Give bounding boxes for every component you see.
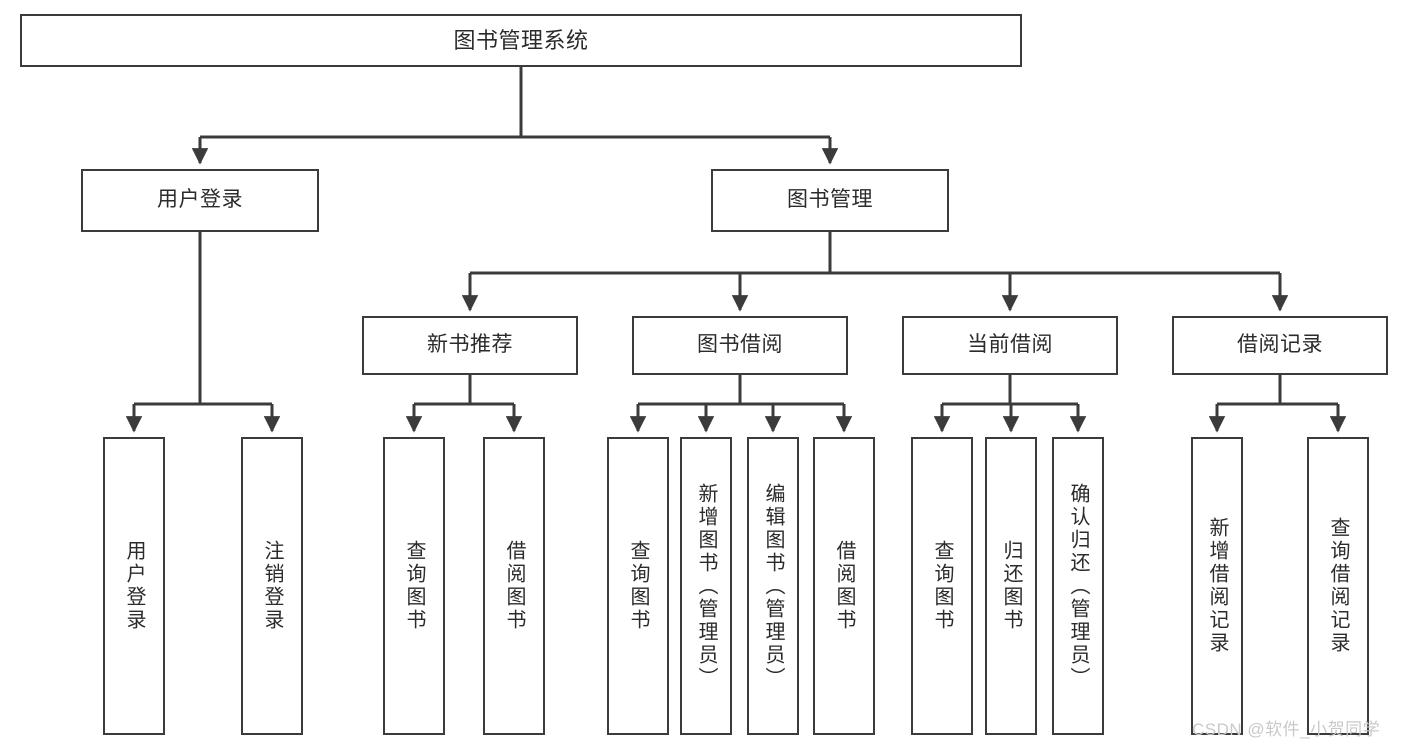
node-leaf-query-book-3-label: 查询图书 [931, 540, 953, 632]
node-leaf-logout[interactable]: 注销登录 [241, 437, 303, 735]
node-leaf-add-book-label: 新增图书（管理员） [695, 482, 717, 690]
node-leaf-query-book-2[interactable]: 查询图书 [607, 437, 669, 735]
node-root[interactable]: 图书管理系统 [20, 14, 1022, 67]
node-leaf-add-book[interactable]: 新增图书（管理员） [680, 437, 732, 735]
node-leaf-query-book-1[interactable]: 查询图书 [383, 437, 445, 735]
node-leaf-user-login-label: 用户登录 [123, 540, 145, 632]
node-leaf-borrow-book-1[interactable]: 借阅图书 [483, 437, 545, 735]
node-book-manage[interactable]: 图书管理 [711, 169, 949, 232]
node-book-manage-label: 图书管理 [787, 188, 873, 212]
node-new-book-rec-label: 新书推荐 [427, 333, 513, 357]
node-leaf-return-book[interactable]: 归还图书 [985, 437, 1037, 735]
node-borrow-record-label: 借阅记录 [1237, 333, 1323, 357]
node-leaf-query-book-1-label: 查询图书 [403, 540, 425, 632]
node-user-login-label: 用户登录 [157, 188, 243, 212]
node-current-borrow-label: 当前借阅 [967, 333, 1053, 357]
node-leaf-edit-book-label: 编辑图书（管理员） [762, 482, 784, 690]
node-new-book-rec[interactable]: 新书推荐 [362, 316, 578, 375]
node-leaf-add-record-label: 新增借阅记录 [1206, 517, 1228, 655]
node-leaf-edit-book[interactable]: 编辑图书（管理员） [747, 437, 799, 735]
node-leaf-return-book-label: 归还图书 [1000, 540, 1022, 632]
node-leaf-borrow-book-2-label: 借阅图书 [833, 540, 855, 632]
node-borrow-record[interactable]: 借阅记录 [1172, 316, 1388, 375]
node-book-borrow-label: 图书借阅 [697, 333, 783, 357]
node-leaf-add-record[interactable]: 新增借阅记录 [1191, 437, 1243, 735]
node-leaf-query-record-label: 查询借阅记录 [1327, 517, 1349, 655]
node-root-label: 图书管理系统 [453, 27, 589, 53]
node-leaf-borrow-book-2[interactable]: 借阅图书 [813, 437, 875, 735]
node-leaf-user-login[interactable]: 用户登录 [103, 437, 165, 735]
node-book-borrow[interactable]: 图书借阅 [632, 316, 848, 375]
node-leaf-borrow-book-1-label: 借阅图书 [503, 540, 525, 632]
node-leaf-query-book-3[interactable]: 查询图书 [911, 437, 973, 735]
csdn-watermark: CSDN @软件_小贺同学 [1192, 720, 1381, 739]
node-leaf-logout-label: 注销登录 [261, 540, 283, 632]
node-current-borrow[interactable]: 当前借阅 [902, 316, 1118, 375]
node-leaf-confirm-return[interactable]: 确认归还（管理员） [1052, 437, 1104, 735]
node-leaf-query-book-2-label: 查询图书 [627, 540, 649, 632]
node-user-login[interactable]: 用户登录 [81, 169, 319, 232]
node-leaf-confirm-return-label: 确认归还（管理员） [1067, 482, 1089, 690]
node-leaf-query-record[interactable]: 查询借阅记录 [1307, 437, 1369, 735]
